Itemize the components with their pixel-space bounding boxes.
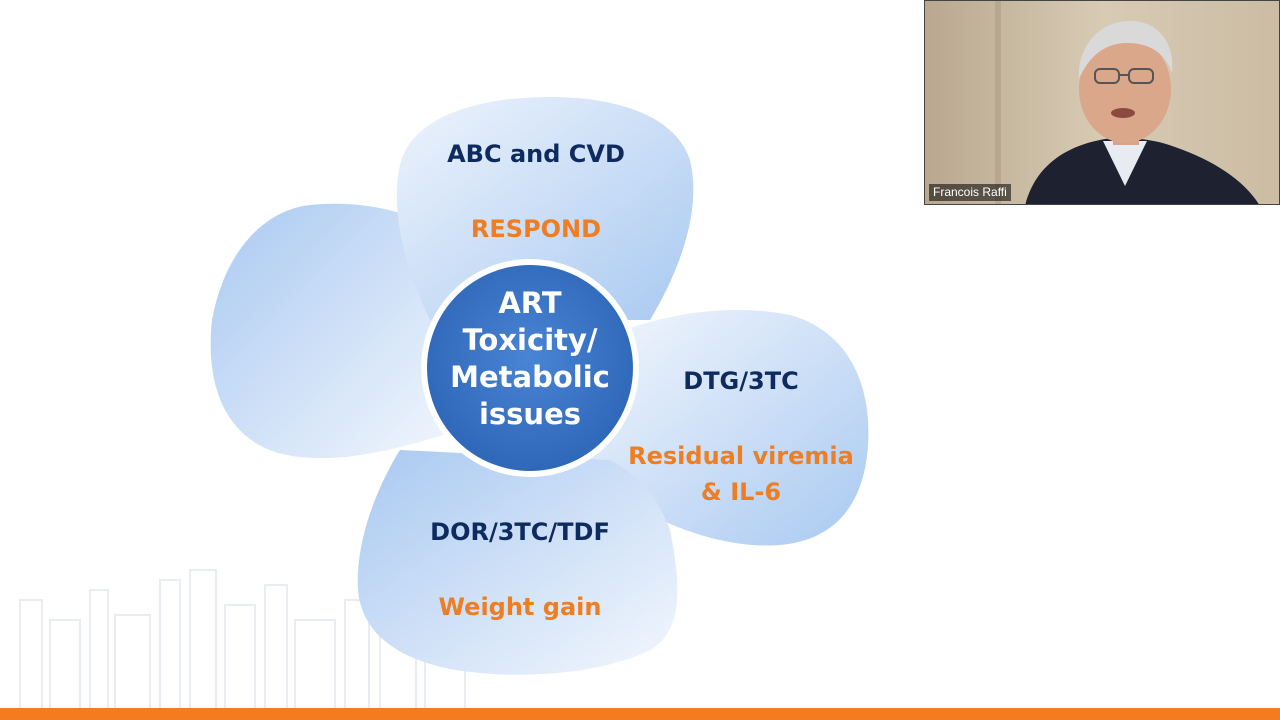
center-line-3: Metabolic (450, 360, 610, 394)
petal-bottom (357, 450, 678, 675)
petal-top-heading: ABC and CVD (447, 140, 625, 168)
participant-video-tile[interactable]: Francois Raffi (924, 0, 1280, 205)
center-line-1: ART (498, 286, 562, 320)
petal-top-sub: RESPOND (470, 215, 602, 243)
petal-right-sub-line2: & IL-6 (700, 478, 782, 506)
center-line-4: issues (478, 397, 582, 431)
participant-name-label: Francois Raffi (929, 184, 1011, 201)
petal-bottom-heading: DOR/3TC/TDF (430, 518, 610, 546)
petal-right (585, 310, 869, 546)
petal-right-heading: DTG/3TC (683, 367, 799, 395)
center-label: ART Toxicity/ Metabolic issues (428, 285, 632, 433)
speaker-video-feed (925, 1, 1279, 204)
slide-accent-bar (0, 708, 1280, 720)
petal-right-sub-line1: Residual viremia (628, 442, 854, 470)
center-circle (421, 259, 639, 477)
city-skyline-watermark (19, 569, 466, 710)
center-line-2: Toxicity/ (462, 323, 598, 357)
petal-top (396, 96, 694, 321)
petal-bottom-sub: Weight gain (438, 593, 602, 621)
petal-left (210, 203, 460, 459)
